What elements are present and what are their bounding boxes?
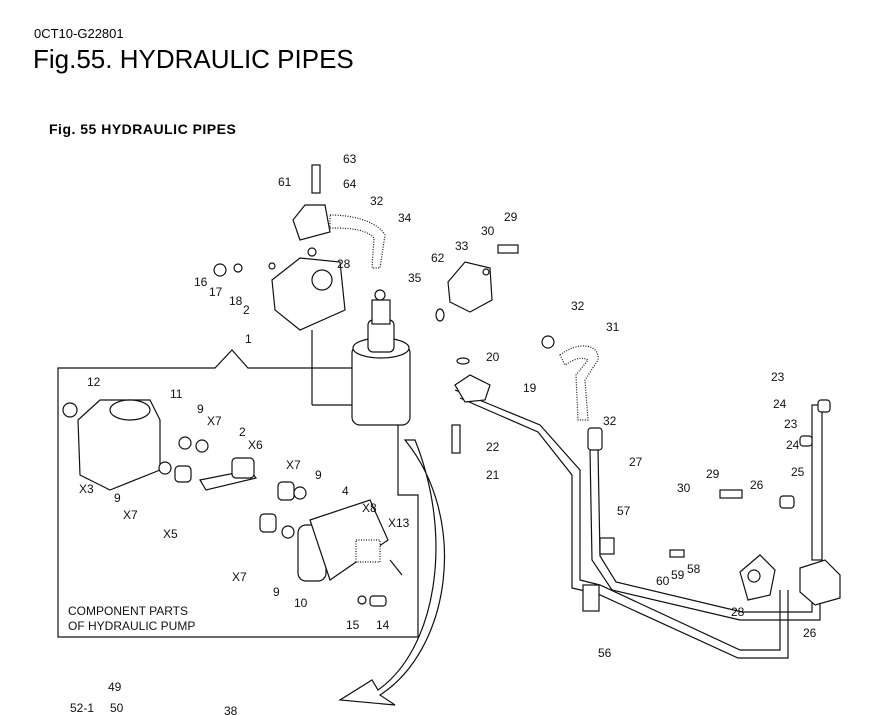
callout-x7: X7	[123, 508, 138, 522]
pump-inset-frame	[57, 349, 419, 638]
callout-30: 30	[677, 481, 691, 495]
callout-14: 14	[376, 618, 390, 632]
callout-18: 18	[229, 294, 243, 308]
callout-58: 58	[687, 562, 701, 576]
pipe-19	[454, 389, 781, 651]
callout-26: 26	[803, 626, 817, 640]
callout-49: 49	[108, 680, 122, 694]
callout-x8: X8	[362, 501, 377, 515]
callout-19: 19	[523, 381, 537, 395]
callout-26: 26	[750, 478, 764, 492]
fitting-33	[447, 261, 493, 313]
callout-22: 22	[486, 440, 500, 454]
callout-9: 9	[197, 402, 204, 416]
callout-17: 17	[209, 285, 223, 299]
callout-20: 20	[486, 350, 500, 364]
callout-10: 10	[294, 596, 308, 610]
callout-23: 23	[771, 370, 785, 384]
callout-50: 50	[110, 701, 124, 715]
callout-24: 24	[773, 397, 787, 411]
callout-15: 15	[346, 618, 360, 632]
oil-filter	[311, 299, 411, 426]
callout-x5: X5	[163, 527, 178, 541]
callout-35: 35	[408, 271, 422, 285]
assembly-arrow	[338, 439, 445, 706]
pump-exploded-parts	[62, 399, 403, 607]
callout-64: 64	[343, 177, 357, 191]
callout-23: 23	[784, 417, 798, 431]
figure-caption: Fig. 55 HYDRAULIC PIPES	[49, 121, 237, 137]
hose-34	[329, 214, 386, 269]
callout-29: 29	[706, 467, 720, 481]
inset-caption-line-1: COMPONENT PARTS	[68, 604, 188, 618]
callout-32: 32	[571, 299, 585, 313]
callout-31: 31	[606, 320, 620, 334]
callout-34: 34	[398, 211, 412, 225]
callout-2: 2	[243, 303, 250, 317]
callout-38: 38	[224, 704, 238, 715]
callout-12: 12	[87, 375, 101, 389]
inset-caption-line-2: OF HYDRAULIC PUMP	[68, 619, 195, 633]
part-callouts: 6364613234281617182135623330293231201922…	[70, 152, 817, 715]
callout-25: 25	[791, 465, 805, 479]
callout-27: 27	[629, 455, 643, 469]
callout-x7: X7	[207, 414, 222, 428]
callout-62: 62	[431, 251, 445, 265]
callout-2: 2	[239, 425, 246, 439]
pipe-right	[811, 404, 823, 561]
callout-1: 1	[245, 332, 252, 346]
callout-24: 24	[786, 438, 800, 452]
callout-x7: X7	[286, 458, 301, 472]
callout-60: 60	[656, 574, 670, 588]
callout-29: 29	[504, 210, 518, 224]
callout-9: 9	[315, 468, 322, 482]
callout-61: 61	[278, 175, 292, 189]
callout-28: 28	[337, 257, 351, 271]
hose-31	[559, 345, 599, 421]
callout-x6: X6	[248, 438, 263, 452]
flange-61	[292, 204, 331, 241]
callout-9: 9	[273, 585, 280, 599]
callout-30: 30	[481, 224, 495, 238]
callout-4: 4	[342, 484, 349, 498]
callout-11: 11	[170, 387, 183, 401]
callout-59: 59	[671, 568, 685, 582]
hydraulic-pump	[213, 257, 346, 331]
callout-32: 32	[603, 414, 617, 428]
callout-x7: X7	[232, 570, 247, 584]
callout-52-1: 52-1	[70, 701, 94, 715]
callout-57: 57	[617, 504, 631, 518]
page-title: Fig.55. HYDRAULIC PIPES	[33, 44, 354, 74]
callout-9: 9	[114, 491, 121, 505]
bolt-63	[311, 164, 321, 194]
callout-16: 16	[194, 275, 208, 289]
callout-63: 63	[343, 152, 357, 166]
callout-21: 21	[486, 468, 500, 482]
callout-x13: X13	[388, 516, 410, 530]
callout-33: 33	[455, 239, 469, 253]
callout-32: 32	[370, 194, 384, 208]
document-code: 0CT10-G22801	[34, 26, 124, 41]
callout-56: 56	[598, 646, 612, 660]
callout-x3: X3	[79, 482, 94, 496]
callout-28: 28	[731, 605, 745, 619]
